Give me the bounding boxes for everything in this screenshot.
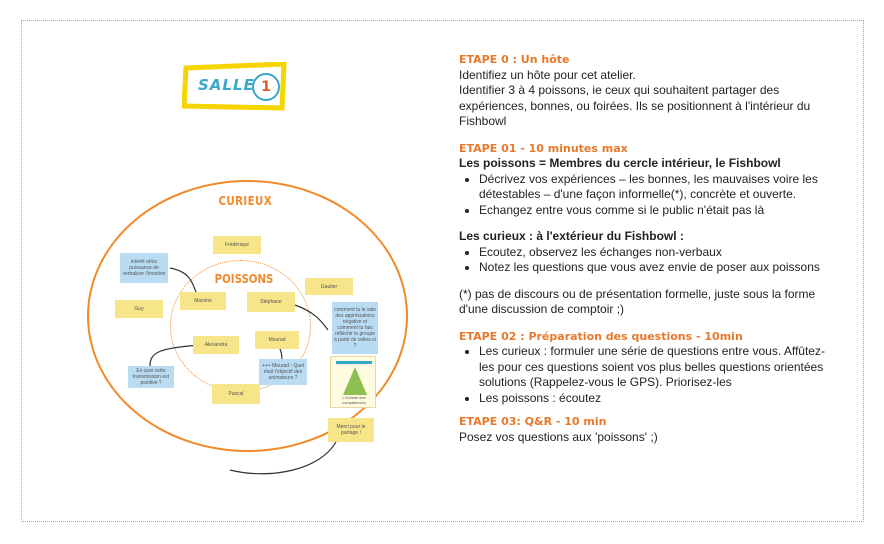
- etape0-line2: Identifier 3 à 4 poissons, ie ceux qui s…: [459, 83, 811, 128]
- poissons-label: POISSONS: [214, 272, 274, 286]
- instructions-panel: ETAPE 0 : Un hôte Identifiez un hôte pou…: [459, 52, 829, 445]
- curieux-circle: [87, 180, 408, 452]
- sticky-note-alexandra: Alexandra: [193, 336, 239, 354]
- etape3-line: Posez vos questions aux 'poissons' ;): [459, 429, 658, 444]
- footnote: (*) pas de discours ou de présentation f…: [459, 286, 816, 317]
- content-frame: [21, 20, 864, 522]
- etape3-title: ETAPE 03: Q&R - 10 min: [459, 415, 607, 428]
- sticky-note-frederique: Frédérique: [213, 236, 261, 254]
- sticky-note-question-2: comment tu le sais des appréciations nég…: [332, 302, 378, 354]
- curieux-list: Ecoutez, observez les échanges non-verba…: [459, 245, 829, 276]
- list-item: Les curieux : formuler une série de ques…: [479, 344, 829, 391]
- sticky-note-merci: Merci pour le partage !: [328, 418, 374, 442]
- poster-caption: L'échelle des compétences: [342, 395, 366, 405]
- list-item: Les poissons : écoutez: [479, 391, 829, 407]
- sticky-note-mourad: Mourad: [255, 331, 299, 349]
- competences-poster: L'échelle des compétences: [330, 356, 376, 408]
- list-item: Echangez entre vous comme si le public n…: [479, 203, 829, 219]
- sticky-note-question-3: En quoi cette transmission est positive …: [128, 366, 174, 388]
- connector-lines: [149, 267, 337, 475]
- list-item: Notez les questions que vous avez envie …: [479, 260, 829, 276]
- etape2-title: ETAPE 02 : Préparation des questions - 1…: [459, 329, 743, 343]
- fishbowl-diagram: SALLE 1 CURIEUX POISSONS Frédérique inté…: [0, 0, 440, 544]
- etape0-title: ETAPE 0 : Un hôte: [459, 53, 570, 66]
- poissons-list: Décrivez vos expériences – les bonnes, l…: [459, 172, 829, 219]
- sticky-note-maxime: Maxime: [180, 292, 226, 310]
- etape0-line1: Identifiez un hôte pour cet atelier.: [459, 67, 636, 82]
- list-item: Décrivez vos expériences – les bonnes, l…: [479, 172, 829, 203]
- salle-label: SALLE: [198, 76, 255, 94]
- sticky-note-question-4: +++ Mourad - Quel était l'objectif des a…: [259, 359, 307, 385]
- salle-badge: SALLE 1: [182, 62, 288, 112]
- etape1-title: ETAPE 01 - 10 minutes max: [459, 141, 628, 155]
- sticky-note-stephane: Stéphane: [247, 292, 295, 312]
- list-item: Ecoutez, observez les échanges non-verba…: [479, 245, 829, 261]
- salle-number: 1: [252, 73, 280, 101]
- sticky-note-gautier: Gautier: [305, 278, 353, 295]
- poissons-heading: Les poissons = Membres du cercle intérie…: [459, 156, 781, 170]
- poster-header-bar: [336, 361, 372, 364]
- sticky-note-pascal: Pascal: [212, 384, 260, 404]
- curieux-heading: Les curieux : à l'extérieur du Fishbowl …: [459, 229, 684, 243]
- etape2-list: Les curieux : formuler une série de ques…: [459, 344, 829, 406]
- curieux-label: CURIEUX: [218, 194, 273, 208]
- sticky-note-guy: Guy: [115, 300, 163, 318]
- pyramid-icon: [343, 367, 367, 395]
- sticky-note-question-1: intérêt et/ou puissance de verbaliser l'…: [120, 253, 168, 283]
